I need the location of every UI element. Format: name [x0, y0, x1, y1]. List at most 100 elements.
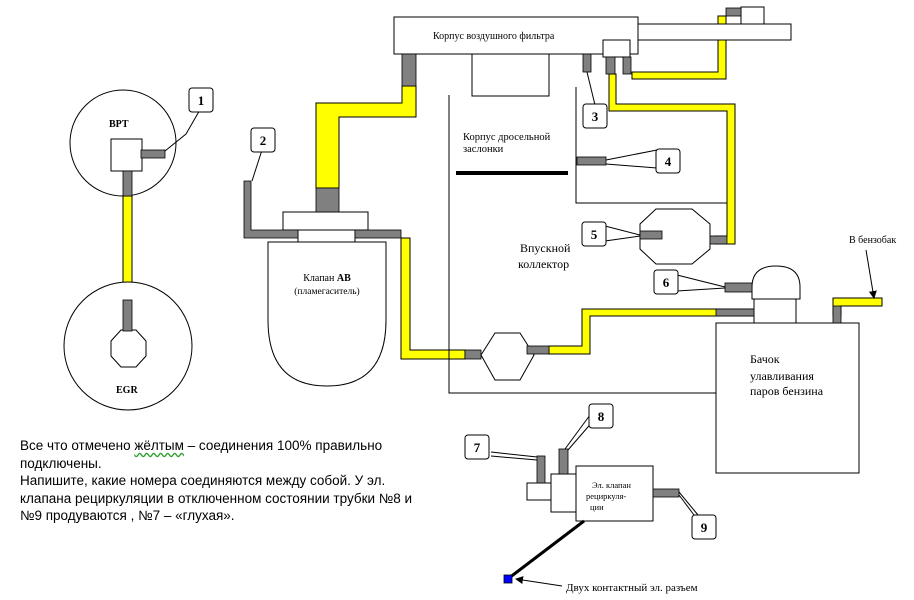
label-egr-valve-1: Эл. клапан — [592, 480, 631, 490]
fitting-sensor-left — [464, 349, 482, 360]
note-line-2: Напишите, какие номера соединяются между… — [20, 473, 413, 523]
fitting-av-right — [354, 229, 402, 239]
air-filter-outlet — [602, 39, 631, 58]
intake-manifold-outline — [448, 95, 716, 394]
valve-av-body — [267, 241, 387, 387]
leader-3 — [586, 71, 596, 106]
label-intake-2: коллектор — [518, 257, 569, 271]
fitting-right-box — [725, 7, 742, 17]
callout-box-9 — [691, 514, 717, 540]
callout-1: 1 — [198, 93, 205, 108]
arrow-to-tank — [865, 249, 877, 299]
label-egr-valve-2: рециркуля- — [586, 491, 626, 501]
label-canister-1: Бачок — [750, 352, 780, 366]
canister-body — [715, 322, 860, 474]
egr-valve-inlet — [526, 482, 552, 501]
leader-5-a — [604, 225, 641, 236]
callout-9: 9 — [701, 520, 708, 535]
canister-neck — [753, 298, 797, 324]
callout-6: 6 — [663, 275, 670, 290]
fitting-4 — [576, 156, 607, 166]
label-canister-3: паров бензина — [750, 384, 824, 398]
leader-8-a — [564, 414, 591, 450]
leader-5-b — [604, 235, 641, 242]
fitting-octagon-right — [709, 235, 728, 245]
callout-box-5 — [581, 221, 607, 247]
leader-6-a — [676, 274, 726, 288]
vrt-sensor-box — [110, 138, 143, 172]
throttle-neck — [471, 53, 550, 97]
fitting-canister-right — [832, 305, 842, 324]
leader-6-b — [676, 287, 726, 292]
leader-2 — [251, 149, 263, 182]
callout-box-3 — [582, 103, 608, 129]
label-throttle-1: Корпус дросельной — [463, 132, 551, 143]
callout-box-6 — [653, 269, 679, 295]
label-egr-valve-3: ции — [590, 502, 604, 512]
fitting-av-top — [315, 187, 340, 213]
fitting-5 — [639, 230, 663, 240]
callout-box-1 — [188, 87, 214, 113]
air-filter-right-tube — [637, 23, 792, 41]
leader-9-a — [678, 491, 699, 516]
instruction-note: Все что отмечено жёлтым – соединения 100… — [20, 437, 430, 525]
label-valve-av-1: Клапан АВ — [303, 273, 351, 284]
egr-valve-body — [575, 465, 654, 522]
callout-7: 7 — [474, 440, 481, 455]
fitting-filter-right-b — [622, 56, 632, 75]
right-box — [740, 6, 765, 25]
leader-9-b — [678, 494, 695, 516]
fitting-8 — [558, 448, 569, 475]
callout-5: 5 — [591, 227, 598, 242]
leader-7-a — [490, 451, 538, 458]
throttle-right-outline — [575, 87, 727, 204]
label-vrt: ВРТ — [109, 119, 129, 130]
callout-box-4 — [655, 148, 681, 174]
callout-8: 8 — [598, 409, 605, 424]
callout-2: 2 — [260, 133, 267, 148]
fitting-sensor-right — [526, 345, 550, 355]
egr-valve-middle — [550, 473, 577, 513]
fitting-egr-up — [122, 299, 133, 332]
fitting-canister-left — [715, 308, 755, 317]
note-line-1: Все что отмечено жёлтым – соединения 100… — [20, 438, 383, 471]
label-intake-1: Впускной — [520, 241, 571, 255]
label-connector: Двух контактный эл. разъем — [566, 582, 698, 594]
label-air-filter: Корпус воздушного фильтра — [433, 31, 555, 42]
leader-4-a — [605, 149, 658, 161]
callout-4: 4 — [665, 154, 672, 169]
fitting-3 — [582, 53, 592, 73]
callout-box-2 — [250, 127, 276, 153]
air-filter-housing — [393, 16, 639, 55]
leader-4-b — [605, 163, 658, 169]
leader-7-b — [490, 455, 538, 461]
canister-dome — [751, 265, 801, 300]
fitting-2 — [243, 180, 299, 239]
valve-av-cap-top — [282, 211, 369, 231]
fitting-filter-left — [401, 53, 417, 87]
hose-airfilter-to-av — [315, 85, 417, 189]
fitting-6 — [724, 282, 753, 293]
callout-box-8 — [588, 403, 614, 429]
hose-av-to-sensor — [400, 237, 466, 360]
fitting-vrt-down — [122, 170, 133, 197]
label-valve-av-2: (пламегаситель) — [294, 286, 359, 297]
label-canister-2: улавливания — [750, 369, 814, 383]
arrow-to-connector — [515, 576, 563, 587]
valve-av-cap-mid — [297, 229, 356, 243]
label-throttle-2: заслонки — [463, 144, 504, 155]
label-to-tank: В бензобак — [849, 235, 896, 246]
note-yellow-word: жёлтым — [134, 438, 184, 453]
label-egr: EGR — [116, 385, 138, 396]
fitting-7 — [536, 455, 546, 484]
hexagon-sensor — [480, 332, 535, 381]
egr-valve-wire — [508, 519, 585, 580]
leader-1 — [164, 107, 202, 152]
egr-octagon — [110, 329, 147, 368]
fitting-vrt-1 — [140, 149, 166, 159]
connector-blue-square — [503, 574, 513, 584]
callout-3: 3 — [592, 109, 599, 124]
callout-box-7 — [464, 434, 490, 460]
fitting-filter-right-a — [605, 56, 616, 75]
